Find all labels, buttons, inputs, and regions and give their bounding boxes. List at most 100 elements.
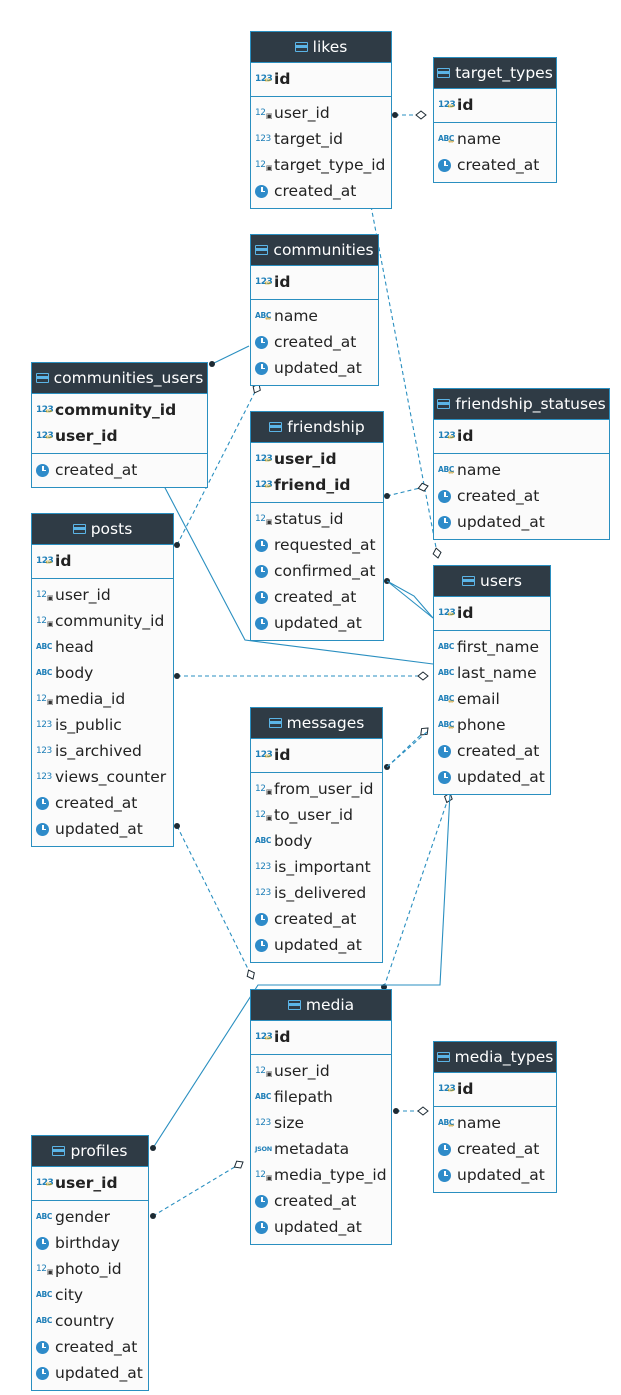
column[interactable]: 12▣user_id [32, 582, 173, 608]
column[interactable]: ABC✏name [434, 457, 609, 483]
pk-column[interactable]: 123✏id [32, 548, 173, 574]
column[interactable]: updated_at [251, 610, 383, 636]
column[interactable]: 12▣community_id [32, 608, 173, 634]
column[interactable]: created_at [434, 738, 550, 764]
column[interactable]: ABC✏name [434, 1110, 556, 1136]
column[interactable]: created_at [251, 1188, 391, 1214]
pk-column[interactable]: 123✏user_id [251, 446, 383, 472]
entity-header[interactable]: profiles [32, 1136, 148, 1166]
entity-header[interactable]: posts [32, 514, 173, 544]
link-profiles-media[interactable] [152, 1161, 244, 1217]
pk-column[interactable]: 123✏friend_id [251, 472, 383, 498]
column[interactable]: created_at [32, 457, 207, 483]
pk-column[interactable]: 123✏community_id [32, 397, 207, 423]
pk-column[interactable]: 123✏user_id [32, 1170, 148, 1196]
column[interactable]: ABC✏name [434, 126, 556, 152]
link-communities-cu[interactable] [211, 345, 250, 365]
column[interactable]: birthday [32, 1230, 148, 1256]
column[interactable]: 12▣photo_id [32, 1256, 148, 1282]
column[interactable]: 12▣status_id [251, 506, 383, 532]
pk-column[interactable]: 123✏id [434, 600, 550, 626]
entity-header[interactable]: friendship [251, 412, 383, 442]
column[interactable]: created_at [251, 329, 378, 355]
column[interactable]: created_at [434, 152, 556, 178]
column[interactable]: updated_at [434, 509, 609, 535]
pk-column[interactable]: 123✏user_id [32, 423, 207, 449]
pk-column[interactable]: 123✏id [251, 66, 391, 92]
pk-column[interactable]: 123✏id [251, 742, 382, 768]
link-posts-media[interactable] [176, 825, 254, 980]
link-cu-users[interactable] [162, 483, 434, 665]
link-media-users[interactable] [383, 792, 451, 988]
column[interactable]: confirmed_at [251, 558, 383, 584]
entity-header[interactable]: friendship_statuses [434, 389, 609, 419]
column[interactable]: updated_at [32, 816, 173, 842]
column[interactable]: updated_at [251, 932, 382, 958]
entity-header[interactable]: communities_users [32, 363, 207, 393]
pk-column[interactable]: 123✏id [434, 1076, 556, 1102]
column[interactable]: created_at [434, 483, 609, 509]
column[interactable]: created_at [251, 906, 382, 932]
pk-column[interactable]: 123✏id [434, 423, 609, 449]
column[interactable]: created_at [32, 1334, 148, 1360]
column[interactable]: 12▣media_id [32, 686, 173, 712]
entity-header[interactable]: media_types [434, 1042, 556, 1072]
link-messages-users-b[interactable] [386, 730, 429, 768]
column[interactable]: created_at [251, 178, 391, 204]
pk-column[interactable]: 123✏id [251, 1024, 391, 1050]
link-profiles-users[interactable] [152, 792, 451, 1149]
column[interactable]: ABC✏phone [434, 712, 550, 738]
entity-header[interactable]: target_types [434, 58, 556, 88]
column[interactable]: 12▣user_id [251, 100, 391, 126]
column[interactable]: updated_at [434, 1162, 556, 1188]
entity-header[interactable]: communities [251, 235, 378, 265]
column[interactable]: 12▣user_id [251, 1058, 391, 1084]
column[interactable]: updated_at [434, 764, 550, 790]
link-friendship-users-a[interactable] [386, 580, 434, 619]
column[interactable]: updated_at [251, 1214, 391, 1240]
column[interactable]: ABC✏name [251, 303, 378, 329]
column[interactable]: 12▣to_user_id [251, 802, 382, 828]
column[interactable]: created_at [251, 584, 383, 610]
column[interactable]: requested_at [251, 532, 383, 558]
pk-column[interactable]: 123✏id [251, 269, 378, 295]
column[interactable]: 12▣target_type_id [251, 152, 391, 178]
column[interactable]: created_at [434, 1136, 556, 1162]
column[interactable]: 12▣media_type_id [251, 1162, 391, 1188]
link-likes-users[interactable] [370, 205, 439, 559]
pk-column[interactable]: 123✏id [434, 92, 556, 118]
column[interactable]: updated_at [251, 355, 378, 381]
entity-header[interactable]: media [251, 990, 391, 1020]
column[interactable]: ABC✏email [434, 686, 550, 712]
column[interactable]: 12▣from_user_id [251, 776, 382, 802]
column[interactable]: created_at [32, 790, 173, 816]
link-friendship-users-b[interactable] [386, 580, 434, 619]
